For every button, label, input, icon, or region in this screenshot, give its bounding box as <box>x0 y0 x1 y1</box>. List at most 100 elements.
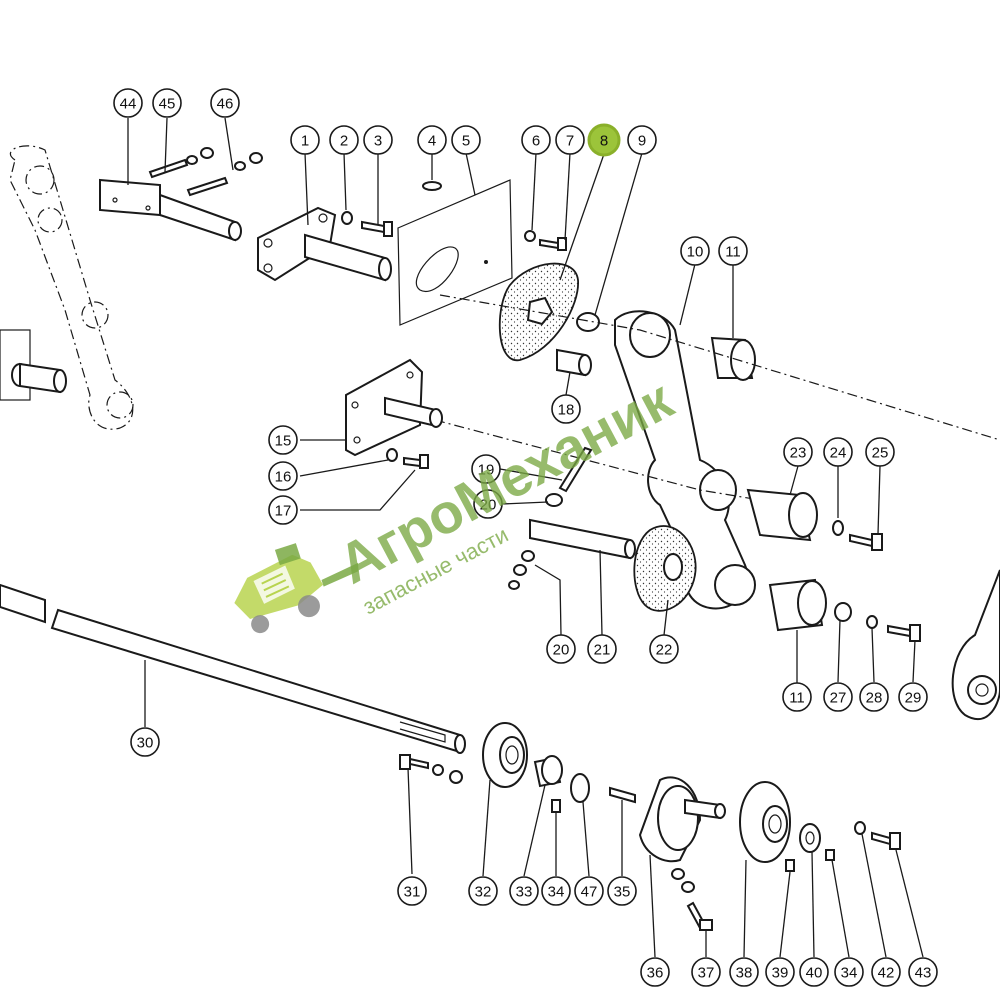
part-44-bracket-shaft <box>99 178 242 242</box>
part-32-flange-bearing <box>482 722 528 788</box>
callout-17: 17 <box>268 495 298 525</box>
part-3-bolt <box>361 220 393 237</box>
callout-number: 47 <box>581 884 598 901</box>
callout-number: 22 <box>656 642 673 659</box>
part-30-long-shaft <box>0 583 466 754</box>
callout-circle <box>799 957 829 987</box>
callout-circle <box>718 236 748 266</box>
callout-5: 5 <box>451 125 481 155</box>
callout-number: 46 <box>217 96 234 113</box>
callout-circle <box>551 394 581 424</box>
part-42-washer <box>854 821 866 835</box>
callout-circle <box>363 125 393 155</box>
combine-harvester-icon <box>234 543 359 634</box>
callout-circle <box>471 454 501 484</box>
part-46-bolt-set <box>186 152 263 197</box>
callout-8: 8 <box>587 123 621 157</box>
callout-number: 20 <box>480 497 497 514</box>
callout-number: 19 <box>478 462 495 479</box>
part-24-washer <box>832 520 844 536</box>
callout-circle <box>871 957 901 987</box>
part-45-bolt-set <box>148 147 214 179</box>
callout-43: 43 <box>908 957 938 987</box>
callout-16: 16 <box>268 461 298 491</box>
callout-number: 17 <box>275 503 292 520</box>
part-21-pin <box>529 518 636 560</box>
callout-31: 31 <box>397 876 427 906</box>
part-34-set-screw <box>551 799 561 813</box>
callout-circle <box>823 682 853 712</box>
callout-number: 43 <box>915 965 932 982</box>
part-20-nipple-lower <box>508 550 535 590</box>
callout-37: 37 <box>691 957 721 987</box>
callout-circle <box>765 957 795 987</box>
callout-number: 44 <box>120 96 137 113</box>
callout-11a: 11 <box>718 236 748 266</box>
callout-23: 23 <box>783 437 813 467</box>
part-22-friction-disc <box>633 525 697 612</box>
callout-number: 45 <box>159 96 176 113</box>
callout-number: 3 <box>374 133 382 150</box>
part-29-bolt <box>887 624 921 642</box>
callout-circle <box>130 727 160 757</box>
callout-circle <box>587 634 617 664</box>
callout-circle <box>627 125 657 155</box>
callout-circle <box>782 682 812 712</box>
callout-19: 19 <box>471 454 501 484</box>
part-16-washer <box>386 448 398 462</box>
callout-45: 45 <box>152 88 182 118</box>
callout-25: 25 <box>865 437 895 467</box>
callout-circle <box>210 88 240 118</box>
callout-circle <box>397 876 427 906</box>
part-10-lever-arm <box>614 310 756 610</box>
callout-circle <box>268 495 298 525</box>
callout-29: 29 <box>898 682 928 712</box>
callout-circle <box>329 125 359 155</box>
callout-number: 7 <box>566 133 574 150</box>
callout-42: 42 <box>871 957 901 987</box>
callout-number: 2 <box>340 133 348 150</box>
callout-27: 27 <box>823 682 853 712</box>
callout-22: 22 <box>649 634 679 664</box>
callout-circle <box>783 437 813 467</box>
callout-circle <box>680 236 710 266</box>
part-36-flange-unit <box>638 776 726 893</box>
part-33-collar <box>533 755 563 788</box>
callout-circle <box>691 957 721 987</box>
axis-line-upper <box>439 294 1000 441</box>
callout-number: 29 <box>905 690 922 707</box>
callout-circle <box>587 123 621 157</box>
callout-1: 1 <box>290 125 320 155</box>
callout-20a: 20 <box>473 489 503 519</box>
callout-34a: 34 <box>541 876 571 906</box>
callout-34b: 34 <box>834 957 864 987</box>
callout-circle <box>555 125 585 155</box>
part-20-nut-upper <box>545 493 563 507</box>
callout-circle <box>865 437 895 467</box>
part-35-key <box>609 786 636 804</box>
callout-number: 8 <box>600 133 608 150</box>
callout-number: 1 <box>301 133 309 150</box>
callout-circle <box>113 88 143 118</box>
callout-circle <box>541 876 571 906</box>
callout-47: 47 <box>574 876 604 906</box>
callout-circle <box>509 876 539 906</box>
callout-35: 35 <box>607 876 637 906</box>
callout-circle <box>268 425 298 455</box>
part-18-bushing <box>556 348 592 377</box>
part-38-bearing-flange <box>739 781 791 863</box>
callout-circle <box>417 125 447 155</box>
callout-number: 30 <box>137 735 154 752</box>
callout-circle <box>908 957 938 987</box>
callout-number: 40 <box>806 965 823 982</box>
part-17-bolt <box>403 454 429 469</box>
callout-39: 39 <box>765 957 795 987</box>
part-27-washer <box>834 602 852 622</box>
part-11-bushing-upper <box>710 336 756 381</box>
part-15-plate-shaft <box>345 358 443 457</box>
callout-circle <box>268 461 298 491</box>
callout-33: 33 <box>509 876 539 906</box>
callout-number: 11 <box>789 690 805 707</box>
